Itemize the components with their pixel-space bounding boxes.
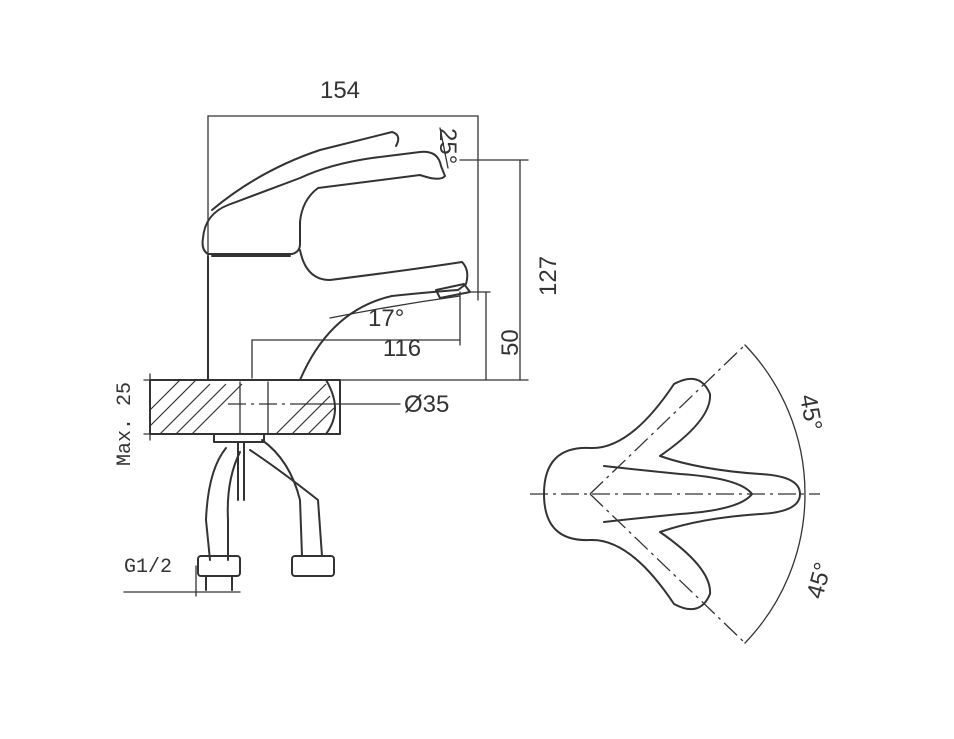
rotation-upper-label: 45°: [794, 392, 827, 432]
deck-hatching: [149, 379, 335, 435]
dimension-spout-height: 50: [469, 291, 524, 381]
thread-size-label: G1/2: [124, 556, 172, 579]
dimension-overall-height: 127: [339, 159, 562, 381]
dimension-max-deck: Max. 25: [114, 373, 157, 466]
max-deck-label: Max. 25: [114, 382, 137, 466]
dimension-spout-reach: 116: [251, 291, 461, 379]
dimension-overall-width: 154: [207, 77, 479, 381]
rotation-lower-label: 45°: [802, 560, 837, 602]
faucet-side-view: 154 25° 127 50 17° 1: [114, 77, 562, 597]
overall-width-label: 154: [320, 77, 360, 104]
dimension-handle-angle: 25°: [434, 127, 461, 169]
spout-height-label: 50: [497, 329, 524, 356]
dimension-spout-angle: 17°: [329, 295, 461, 332]
dimension-thread: G1/2: [123, 556, 241, 597]
spout-angle-label: 17°: [368, 305, 404, 332]
hole-diameter-label: Ø35: [404, 391, 449, 418]
supply-hoses: [197, 433, 335, 591]
faucet-body: [201, 131, 471, 381]
dimension-hole-diameter: Ø35: [299, 391, 449, 418]
spout-reach-label: 116: [383, 335, 421, 362]
faucet-top-view: 45° 45°: [530, 344, 837, 644]
deck-section: [149, 379, 341, 435]
overall-height-label: 127: [535, 256, 562, 296]
handle-top-outline: [543, 377, 801, 611]
